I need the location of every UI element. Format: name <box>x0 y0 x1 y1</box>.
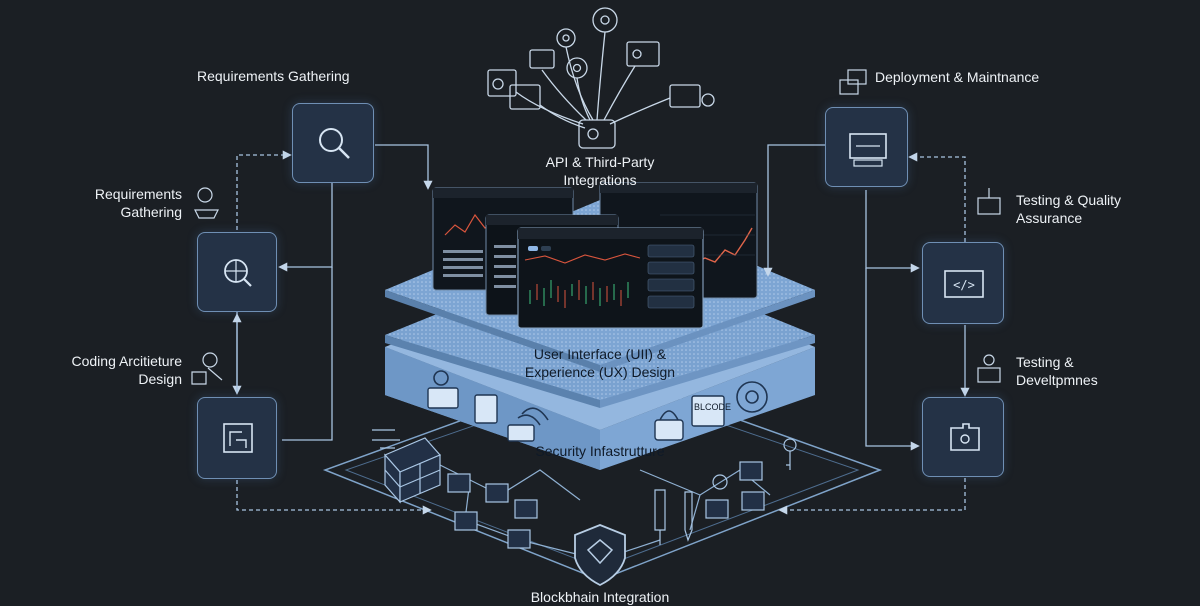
api-hub-icon <box>578 119 616 149</box>
label-requirements-line1: Requirements <box>94 186 182 202</box>
blockchain-blocks <box>447 461 765 549</box>
label-coding-line1: Coding Arcitieture <box>71 353 182 369</box>
console-icon <box>626 41 660 67</box>
code-board-text: BLCODE <box>694 402 732 412</box>
dashboard-screens <box>432 182 758 329</box>
label-security: Security Infastrutture <box>535 443 665 459</box>
code-icon: </> <box>944 270 984 298</box>
deployment-box <box>825 107 908 187</box>
deployment-icon <box>839 69 867 95</box>
coding-architecture-box <box>197 397 277 479</box>
testing-qa-box: </> <box>922 242 1004 324</box>
blockchain-platform <box>322 369 883 587</box>
node-icon <box>712 474 728 490</box>
tools-icon <box>191 352 223 385</box>
label-testing-qa-line2: Assurance <box>1016 210 1083 226</box>
label-blockchain: Blockbhain Integration <box>530 589 670 605</box>
gear-icon <box>556 28 576 48</box>
puzzle-icon <box>950 423 980 451</box>
label-testing-qa-line1: Testing & Quality <box>1016 192 1122 208</box>
monitor-icon <box>849 133 887 167</box>
blueprint-icon <box>223 423 253 453</box>
padlock-icon <box>654 419 684 441</box>
lock-card-icon <box>507 424 535 442</box>
label-api-line1: API & Third-Party <box>545 154 655 170</box>
card-icon <box>427 387 459 409</box>
panel-icon <box>669 84 701 108</box>
requirements-gathering-box <box>197 232 277 312</box>
globe-search-icon <box>224 259 252 287</box>
usb-icon <box>654 489 666 545</box>
firewall-icon <box>383 437 442 504</box>
location-monitor-icon <box>977 354 1001 383</box>
dashboard-screen-4 <box>517 227 704 329</box>
location-pin-icon <box>433 370 449 386</box>
folder-icon <box>509 84 541 110</box>
svg-text:</>: </> <box>953 278 975 292</box>
refresh-icon <box>736 381 768 413</box>
flow-connectors <box>232 144 970 515</box>
window-icon <box>529 49 555 69</box>
testing-development-box <box>922 397 1004 477</box>
gear-icon <box>566 57 588 79</box>
pen-icon <box>684 491 693 542</box>
screen-icon <box>487 69 517 97</box>
label-ui-line1: User Interface (UII) & <box>533 346 667 362</box>
test-board-icon <box>977 188 1001 215</box>
gear-icon <box>592 7 618 33</box>
circuit-icon <box>372 429 400 449</box>
gear-user-icon <box>194 187 219 219</box>
label-testing-dev-line2: Develtpmnes <box>1016 372 1098 388</box>
document-icon <box>474 394 498 424</box>
label-coding-line2: Design <box>138 371 182 387</box>
requirements-box <box>292 103 374 183</box>
label-testing-dev-line1: Testing & <box>1016 354 1074 370</box>
shield-icon <box>574 524 626 587</box>
label-deployment: Deployment & Maintnance <box>875 69 1040 85</box>
label-ui-line2: Experience (UX) Design <box>524 364 676 380</box>
label-requirements-line2: Gathering <box>120 204 182 220</box>
label-requirements-top: Requirements Gathering <box>197 68 350 84</box>
label-api-line2: Integrations <box>563 172 637 188</box>
code-board-icon <box>691 395 725 427</box>
api-icon-cluster <box>487 7 715 149</box>
search-icon <box>319 128 350 159</box>
